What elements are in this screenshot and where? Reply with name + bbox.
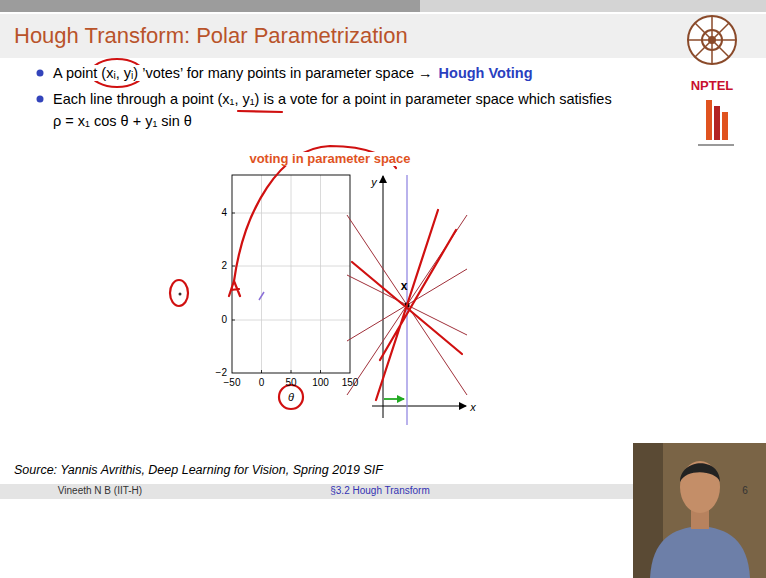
- slide-title: Hough Transform: Polar Parametrization: [13, 23, 409, 48]
- formula: ρ = x₁ cos θ + y₁ sin θ: [52, 113, 193, 130]
- footer-text: Vineeth N B (IIT-H): [57, 485, 143, 497]
- tick-label: −2: [215, 367, 228, 379]
- tick-label: 50: [284, 377, 297, 389]
- tick-label: −50: [223, 377, 242, 389]
- tick-label: 4: [220, 207, 228, 219]
- vote-curve: [259, 292, 264, 300]
- pen-annotation: [91, 59, 462, 409]
- logo-text: NPTEL: [690, 79, 735, 94]
- iith-logo: [698, 144, 734, 146]
- bullet-dot: [37, 70, 44, 77]
- plot-caption: voting in parameter space: [248, 152, 411, 167]
- source-note: Source: Yannis Avrithis, Deep Learning f…: [13, 463, 384, 477]
- tick-label: 150: [341, 377, 360, 389]
- grid-line: [232, 175, 350, 373]
- axis-label: θ: [287, 391, 295, 404]
- x-axis: [372, 406, 466, 407]
- footer-text: §3.2 Hough Transform: [329, 485, 431, 497]
- pen-arrow: [229, 146, 396, 296]
- presenter-shirt: [650, 526, 750, 578]
- plot-frame: [232, 175, 350, 373]
- iith-logo: [722, 112, 728, 140]
- parameter-plot: [232, 175, 350, 373]
- bullet-text: Each line through a point (x₁, y₁) is a …: [52, 91, 613, 108]
- pen-dot: [179, 293, 182, 296]
- iith-logo: [706, 100, 712, 140]
- tick-label: 2: [220, 260, 228, 272]
- pen-circle: [279, 385, 303, 409]
- tick-label: 0: [220, 314, 228, 326]
- logo-emblem: [708, 36, 716, 44]
- tick-label: 100: [311, 377, 330, 389]
- image-plot: [347, 175, 467, 425]
- tick-label: 0: [258, 377, 266, 389]
- vertical-line: [406, 175, 407, 425]
- axis-label: y: [370, 176, 378, 189]
- logo-emblem: [688, 16, 736, 64]
- rho-arrow: [384, 398, 404, 400]
- pen-line: [376, 210, 456, 400]
- pen-underline: [238, 111, 282, 112]
- presenter-head: [680, 461, 720, 513]
- point-label: x: [400, 280, 409, 294]
- bullet-text: A point (xᵢ, yᵢ) ’votes’ for many points…: [52, 65, 434, 82]
- bullet-dot: [37, 96, 44, 103]
- term-highlight: Hough Voting: [438, 65, 534, 82]
- progress-bar: [0, 0, 420, 12]
- footer-text: 6: [741, 485, 749, 497]
- tick-mark: [232, 213, 321, 373]
- presenter-video: [633, 443, 766, 578]
- axis-label: x: [469, 401, 477, 414]
- pen-circle: [170, 280, 188, 306]
- progress-bar: [420, 0, 766, 12]
- presenter-hair: [680, 463, 720, 482]
- title-band: [0, 14, 766, 58]
- video-background: [633, 443, 766, 578]
- iith-logo: [714, 106, 720, 140]
- logo-emblem: [688, 16, 736, 64]
